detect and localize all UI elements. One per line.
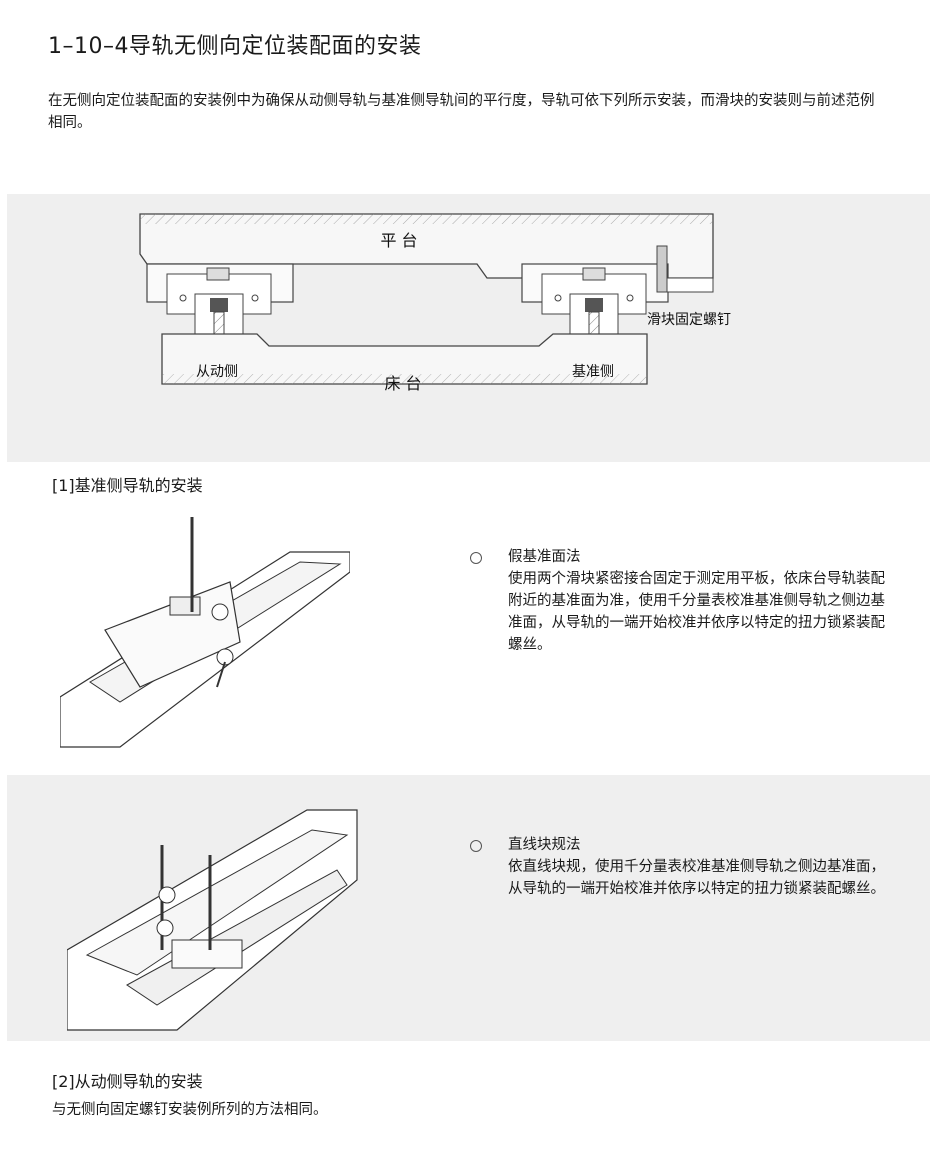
cross-section-diagram: 平 台 床 台 从动侧 基准侧 bbox=[139, 213, 731, 393]
straight-edge-panel bbox=[7, 775, 930, 1041]
method-title: 直线块规法 bbox=[508, 837, 581, 853]
page-title: 1–10–4导轨无侧向定位装配面的安装 bbox=[48, 34, 422, 59]
pseudo-reference-illustration bbox=[60, 517, 350, 748]
fixing-screw bbox=[666, 277, 714, 293]
section-2-note: 与无侧向固定螺钉安装例所列的方法相同。 bbox=[52, 1102, 328, 1118]
driven-side-label: 从动侧 bbox=[196, 364, 238, 380]
straight-edge-illustration bbox=[67, 809, 358, 1031]
screw-label: 滑块固定螺钉 bbox=[647, 311, 731, 328]
right-slider-block bbox=[521, 263, 669, 353]
method-description: 使用两个滑块紧密接合固定于测定用平板，依床台导轨装配附近的基准面为准，使用千分量… bbox=[508, 571, 885, 653]
method-pseudo-reference: 假基准面法 使用两个滑块紧密接合固定于测定用平板，依床台导轨装配附近的基准面为准… bbox=[508, 546, 888, 656]
cross-section-panel: 平 台 床 台 从动侧 基准侧 bbox=[7, 194, 930, 462]
method-title: 假基准面法 bbox=[508, 549, 581, 565]
section-1-heading: [1]基准侧导轨的安装 bbox=[52, 476, 203, 495]
bullet-icon bbox=[470, 552, 482, 564]
method-straight-edge: 直线块规法 依直线块规，使用千分量表校准基准侧导轨之侧边基准面，从导轨的一端开始… bbox=[508, 834, 888, 900]
method-description: 依直线块规，使用千分量表校准基准侧导轨之侧边基准面，从导轨的一端开始校准并依序以… bbox=[508, 859, 885, 897]
left-slider-block bbox=[146, 263, 294, 353]
intro-paragraph: 在无侧向定位装配面的安装例中为确保从动侧导轨与基准侧导轨间的平行度，导轨可依下列… bbox=[48, 93, 875, 131]
bullet-icon bbox=[470, 840, 482, 852]
reference-side-label: 基准侧 bbox=[572, 363, 614, 380]
bed-label: 床 台 bbox=[384, 374, 421, 393]
section-2-heading: [2]从动侧导轨的安装 bbox=[52, 1072, 203, 1091]
platform-label: 平 台 bbox=[380, 231, 417, 250]
